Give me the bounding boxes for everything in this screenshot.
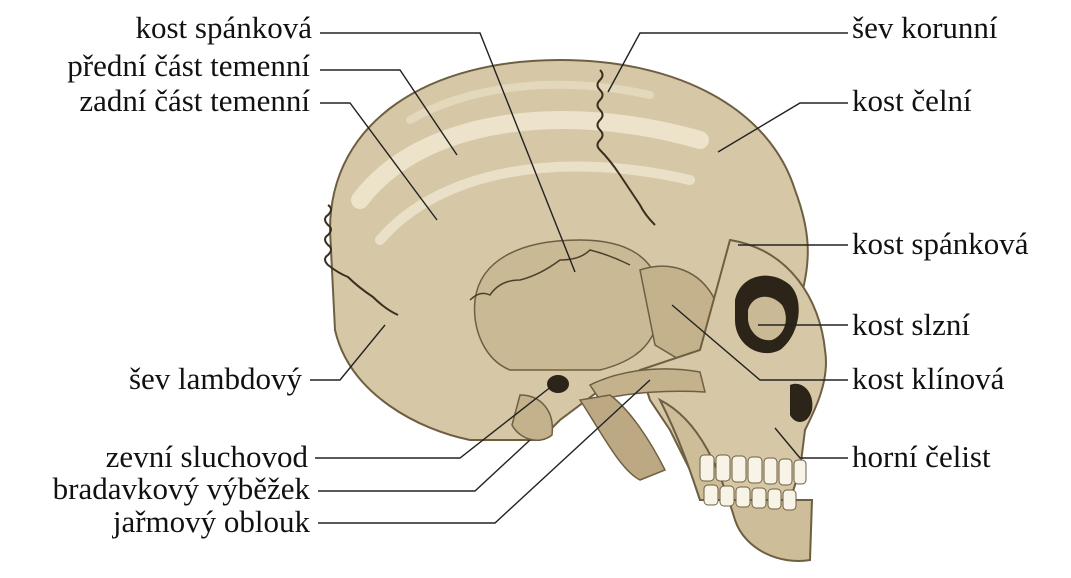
ear-canal (547, 375, 569, 393)
label-kost-slzni: kost slzní (852, 308, 970, 342)
label-kost-spankova-right: kost spánková (852, 227, 1029, 261)
label-predni-cast-temenni: přední část temenní (67, 49, 310, 83)
label-sev-korunni: šev korunní (852, 11, 998, 45)
leader-bradavkovy-vybezek (318, 440, 530, 491)
label-kost-spankova-left: kost spánková (135, 11, 312, 45)
label-jarmovy-oblouk: jařmový oblouk (113, 505, 310, 539)
label-bradavkovy-vybezek: bradavkový výběžek (53, 472, 310, 506)
label-kost-celni: kost čelní (852, 84, 972, 118)
label-sev-lambdovy: šev lambdový (129, 362, 302, 396)
label-zadni-cast-temenni: zadní část temenní (79, 84, 310, 118)
label-kost-klinova: kost klínová (852, 362, 1004, 396)
label-zevni-sluchovod: zevní sluchovod (106, 440, 308, 474)
label-horni-celist: horní čelist (852, 440, 991, 474)
